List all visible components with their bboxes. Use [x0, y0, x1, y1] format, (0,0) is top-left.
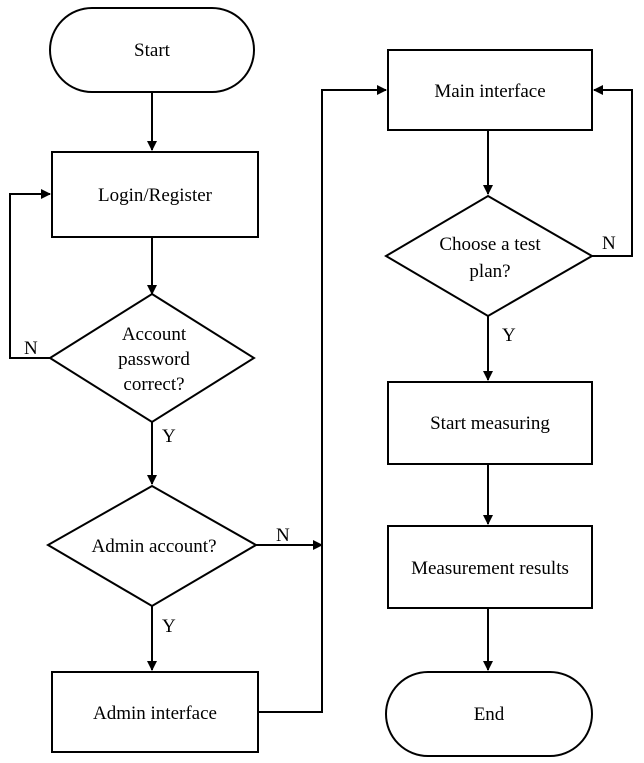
account-check-line-2: password: [118, 349, 190, 370]
process-shape: [51, 671, 259, 753]
process-shape: [51, 151, 259, 238]
node-start-measuring: Start measuring: [387, 381, 593, 465]
choose-plan-line-2: plan?: [469, 261, 510, 282]
account-check-line-3: correct?: [123, 374, 184, 395]
decision-shape: [45, 484, 259, 608]
node-account-check: Account password correct?: [48, 292, 256, 424]
admin-interface-label: Admin interface: [93, 703, 217, 724]
account-check-line-1: Account: [122, 324, 187, 345]
terminator-shape: [49, 7, 255, 93]
connectors: [9, 85, 633, 713]
decision-shape: [384, 194, 595, 318]
plan-no-label: N: [602, 233, 616, 254]
node-admin-check: Admin account?: [45, 484, 259, 608]
terminator-shape: [385, 671, 593, 757]
node-measurement-results: Measurement results: [387, 525, 593, 609]
node-main-interface: Main interface: [387, 49, 593, 131]
end-label: End: [474, 704, 505, 725]
start-label: Start: [134, 40, 171, 61]
main-interface-label: Main interface: [434, 81, 545, 102]
arrow-admin-interface-to-main: [258, 85, 387, 713]
arrow-account-no-loop: [9, 189, 51, 359]
admin-yes-label: Y: [162, 616, 176, 637]
plan-yes-label: Y: [502, 325, 516, 346]
admin-no-label: N: [276, 525, 290, 546]
login-label: Login/Register: [98, 185, 213, 206]
node-start: Start: [49, 7, 255, 93]
decision-shape: [48, 292, 256, 424]
choose-plan-line-1: Choose a test: [439, 234, 541, 255]
account-no-label: N: [24, 338, 38, 359]
node-end: End: [385, 671, 593, 757]
account-yes-label: Y: [162, 426, 176, 447]
measurement-results-label: Measurement results: [411, 558, 569, 579]
arrow-plan-no-loop: [592, 85, 633, 257]
edge-labels: N Y N Y N Y: [24, 233, 616, 637]
node-choose-plan: Choose a test plan?: [384, 194, 595, 318]
node-login: Login/Register: [51, 151, 259, 238]
process-shape: [387, 49, 593, 131]
admin-check-label: Admin account?: [91, 536, 216, 557]
process-shape: [387, 525, 593, 609]
process-shape: [387, 381, 593, 465]
start-measuring-label: Start measuring: [430, 413, 550, 434]
node-admin-interface: Admin interface: [51, 671, 259, 753]
